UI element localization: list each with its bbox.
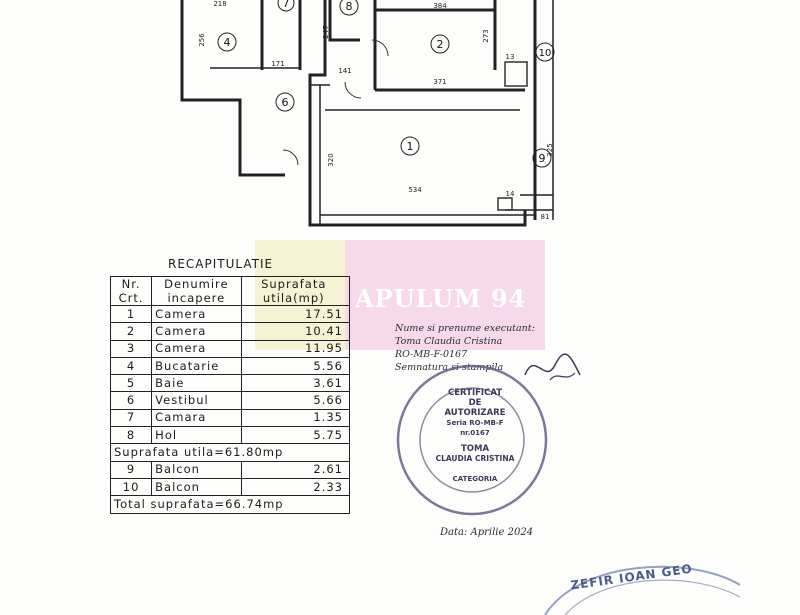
room-number: 6 — [282, 96, 289, 109]
row-area: 5.56 — [240, 356, 351, 376]
dimension-label: 13 — [506, 53, 515, 61]
row-nr: 2 — [109, 322, 153, 341]
row-area: 17.51 — [240, 304, 351, 324]
row-area: 2.61 — [240, 460, 351, 479]
dimension-label: 218 — [213, 0, 226, 8]
row-area: 10.41 — [240, 322, 351, 341]
room-number: 2 — [437, 38, 444, 51]
room-number: 10 — [539, 48, 552, 59]
dimension-label: 171 — [271, 60, 284, 68]
certification-stamp — [396, 364, 548, 516]
stamp-line: AUTORIZARE — [444, 408, 506, 418]
stamp-line: CATEGORIA — [452, 475, 498, 483]
row-name: Camera — [151, 322, 242, 341]
row-nr: 1 — [109, 304, 153, 324]
signature-scribble — [524, 353, 581, 381]
grand-total: Total suprafata=66.74mp — [110, 495, 350, 514]
row-nr: 3 — [109, 339, 153, 358]
row-area: 5.75 — [240, 426, 351, 445]
room-number: 1 — [407, 140, 414, 153]
header-area: Suprafata utila(mp) — [240, 276, 351, 306]
dimension-label: 273 — [482, 29, 490, 42]
room-number: 7 — [283, 0, 290, 10]
watermark-text: APULUM 94 — [355, 284, 527, 313]
stamp-line: Seria RO-MB-F nr.0167 — [446, 419, 504, 437]
signer-label: Nume si prenume executant: — [395, 323, 535, 334]
stamp-line: DE — [468, 398, 482, 408]
room-number: 4 — [224, 36, 231, 49]
dimension-label: 256 — [198, 33, 206, 47]
row-area: 5.66 — [240, 391, 351, 410]
dimension-label: 371 — [433, 78, 446, 86]
stamp-line: TOMA — [460, 444, 490, 454]
row-name: Bucatarie — [151, 356, 242, 376]
header-nr: Nr. Crt. — [109, 276, 153, 306]
dimension-label: 384 — [433, 2, 447, 10]
floor-plan-drawing: 4 7 8 2 10 6 1 9 218 384 256 171 247 273… — [180, 0, 555, 227]
table-header-row: Nr. Crt. Denumire incapere Suprafata uti… — [109, 276, 351, 306]
dimension-label: 534 — [408, 186, 422, 194]
row-nr: 5 — [109, 374, 153, 393]
row-area: 2.33 — [240, 477, 351, 497]
row-nr: 7 — [109, 408, 153, 428]
signer-name: Toma Claudia Cristina — [395, 336, 503, 347]
dimension-label: 247 — [322, 25, 330, 38]
row-nr: 8 — [109, 426, 153, 445]
row-name: Vestibul — [151, 391, 242, 410]
row-area: 3.61 — [240, 374, 351, 393]
stamp-line: CERTIFICAT — [447, 388, 503, 398]
grand-total-row: Total suprafata=66.74mp — [110, 495, 350, 514]
header-name: Denumire incapere — [151, 276, 242, 306]
recap-title: RECAPITULATIE — [168, 257, 274, 271]
signer-signature-label: Semnatura si stampila — [395, 362, 504, 373]
row-name: Hol — [151, 426, 242, 445]
row-name: Camara — [151, 408, 242, 428]
row-name: Baie — [151, 374, 242, 393]
dimension-label: 14 — [506, 190, 515, 198]
useful-total-row: Suprafata utila=61.80mp — [110, 443, 350, 462]
row-name: Camera — [151, 304, 242, 324]
useful-total: Suprafata utila=61.80mp — [110, 443, 350, 462]
signer-code: RO-MB-F-0167 — [395, 349, 468, 360]
document-date: Data: Aprilie 2024 — [440, 527, 534, 538]
row-nr: 9 — [109, 460, 153, 479]
row-name: Balcon — [151, 460, 242, 479]
row-nr: 6 — [109, 391, 153, 410]
watermark-band-pink — [345, 240, 545, 350]
room-number: 9 — [539, 152, 546, 165]
room-number: 8 — [346, 0, 353, 13]
stamp-text: CERTIFICAT DE AUTORIZARE Seria RO-MB-F n… — [435, 388, 515, 484]
recap-table: Nr. Crt. Denumire incapere Suprafata uti… — [109, 276, 351, 514]
signer-block: Nume si prenume executant: Toma Claudia … — [395, 322, 535, 374]
row-name: Camera — [151, 339, 242, 358]
row-area: 1.35 — [240, 408, 351, 428]
row-nr: 4 — [109, 356, 153, 376]
row-nr: 10 — [109, 477, 153, 497]
stamp-line: CLAUDIA CRISTINA — [435, 454, 515, 463]
row-name: Balcon — [151, 477, 242, 497]
row-area: 11.95 — [240, 339, 351, 358]
floor-plan: 4 7 8 2 10 6 1 9 218 384 256 171 247 273… — [0, 0, 800, 245]
dimension-label: 81 — [541, 213, 550, 221]
dimension-label: 325 — [546, 143, 554, 156]
dimension-label: 320 — [327, 153, 335, 166]
dimension-label: 141 — [338, 67, 351, 75]
